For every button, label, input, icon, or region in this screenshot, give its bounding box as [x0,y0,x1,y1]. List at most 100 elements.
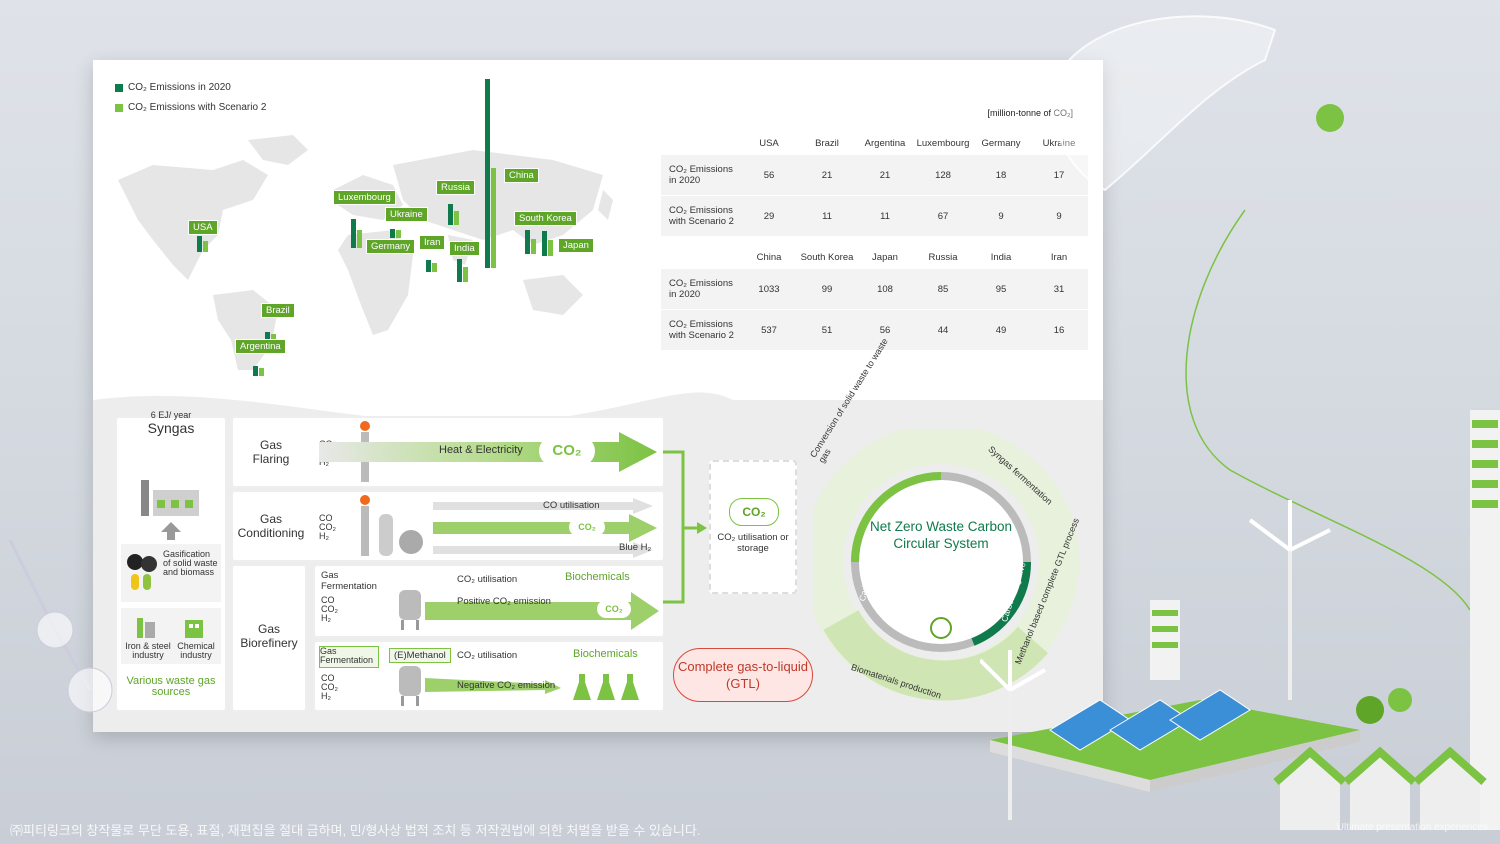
bar-group-japan [542,230,562,256]
bar-luxembourg-s2 [357,229,362,248]
bar-india-2020 [457,258,462,282]
table-header-row: China South Korea Japan Russia India Ira… [661,246,1088,269]
bar-japan-2020 [542,230,547,256]
table-cell: 99 [798,268,856,310]
table-cell: 17 [1030,154,1088,196]
bar-group-ukraine [390,218,410,238]
table-cell: 56 [856,309,914,350]
bar-china-s2 [491,168,496,268]
bar-group-usa [197,232,217,252]
table-col-header: China [740,246,798,269]
bar-south-korea-2020 [525,230,530,254]
table-cell: 9 [1030,195,1088,236]
table-cell: 11 [856,195,914,236]
chemical-plant-icon [183,612,205,643]
table-row: CO₂ Emissions with Scenario 2 29 11 11 6… [661,195,1088,236]
gtl-badge: Complete gas-to-liquid (GTL) [673,648,813,702]
chart-legend: CO₂ Emissions in 2020 CO₂ Emissions with… [115,82,266,122]
row-label: CO₂ Emissions with Scenario 2 [661,309,740,350]
bar-iran-s2 [432,263,437,272]
bar-group-india [457,258,477,282]
bar-group-russia [448,195,468,225]
bar-brazil-2020 [265,332,270,342]
flask-icon [573,672,643,707]
sources-panel: 6 EJ/ year Syngas Gasification of solid … [115,410,227,712]
tagline-footer: Ultimate presentation experiences [1336,822,1488,833]
various-sources-label: Various waste gas sources [126,675,216,698]
legend-item-scenario2: CO₂ Emissions with Scenario 2 [115,102,266,113]
flask-decoration [1051,15,1277,192]
arrow-up-icon [161,522,181,545]
row-label: CO₂ Emissions in 2020 [661,268,740,310]
molecule-decoration [8,539,113,713]
map-label-japan: Japan [558,238,594,253]
co2-cloud-icon: CO₂ [597,600,631,618]
table-col-header: Brazil [798,132,856,155]
table-cell: 18 [972,154,1030,196]
map-label-iran: Iran [419,235,446,250]
gasification-card: Gasification of solid waste and biomass [121,544,221,602]
co2-utilisation-label: CO₂ utilisation [457,574,518,585]
table-col-header: USA [740,132,798,155]
storage-label: CO₂ utilisation or storage [717,532,789,554]
unit-label: [million-tonne of CO₂] [987,108,1073,118]
conditioning-plant-icon [355,494,425,561]
gas-biorefinery-panel: Gas Biorefinery [231,564,307,712]
table-col-header: Germany [972,132,1030,155]
map-label-usa: USA [188,220,218,235]
iron-steel-label: Iron & steel industry [125,641,171,660]
bar-luxembourg-2020 [351,218,356,248]
co2-storage-box: CO₂ CO₂ utilisation or storage [709,460,797,594]
positive-emission-label: Positive CO₂ emission [457,596,551,607]
table-cell: 44 [914,309,972,350]
chemical-label: Chemical industry [177,641,215,660]
fermentation-arrow [425,592,659,630]
table-cell: 31 [1030,268,1088,310]
bar-group-argentina [253,356,273,376]
table-cell: 9 [972,195,1030,236]
bar-group-south-korea [525,230,545,254]
biochemicals-label: Biochemicals [565,571,630,583]
bar-argentina-2020 [253,366,258,376]
map-label-germany: Germany [366,239,416,254]
bar-group-china [485,78,505,268]
heat-electricity-label: Heat & Electricity [439,444,523,456]
bar-argentina-s2 [259,368,264,376]
table-emissions-2: China South Korea Japan Russia India Ira… [661,246,1088,350]
factory-icon [137,460,203,516]
bar-south-korea-s2 [531,238,536,254]
steel-plant-icon [135,612,157,643]
bar-group-iran [426,252,446,272]
table-cell: 16 [1030,309,1088,350]
fermenter-icon [395,586,425,635]
table-col-header: Ukraine [1030,132,1088,155]
table-row: CO₂ Emissions in 2020 1033 99 108 85 95 … [661,268,1088,310]
table-header-row: USA Brazil Argentina Luxembourg Germany … [661,132,1088,155]
gas-flaring-label: Gas Flaring [252,438,290,466]
row-label: CO₂ Emissions in 2020 [661,154,740,196]
waste-bag-icon [125,552,159,597]
table-col-header: Argentina [856,132,914,155]
legend-item-2020: CO₂ Emissions in 2020 [115,82,266,93]
bar-usa-2020 [197,235,202,252]
table-cell: 108 [856,268,914,310]
co2-cloud-icon: CO₂ [729,498,779,526]
table-col-header: Iran [1030,246,1088,269]
co2-cloud-icon: CO₂ [569,518,605,536]
map-label-south-korea: South Korea [514,211,577,226]
table-cell: 21 [798,154,856,196]
co-utilisation-label: CO utilisation [543,500,600,511]
connector-lines [663,450,707,604]
bar-japan-s2 [548,239,553,256]
table-row: CO₂ Emissions in 2020 56 21 21 128 18 17 [661,154,1088,196]
map-label-brazil: Brazil [261,303,295,318]
emethanol-tag: (E)Methanol [389,648,451,663]
map-label-russia: Russia [436,180,476,195]
bar-group-luxembourg [351,208,371,248]
map-label-argentina: Argentina [235,339,286,354]
blue-h2-label: Blue H₂ [619,542,652,553]
